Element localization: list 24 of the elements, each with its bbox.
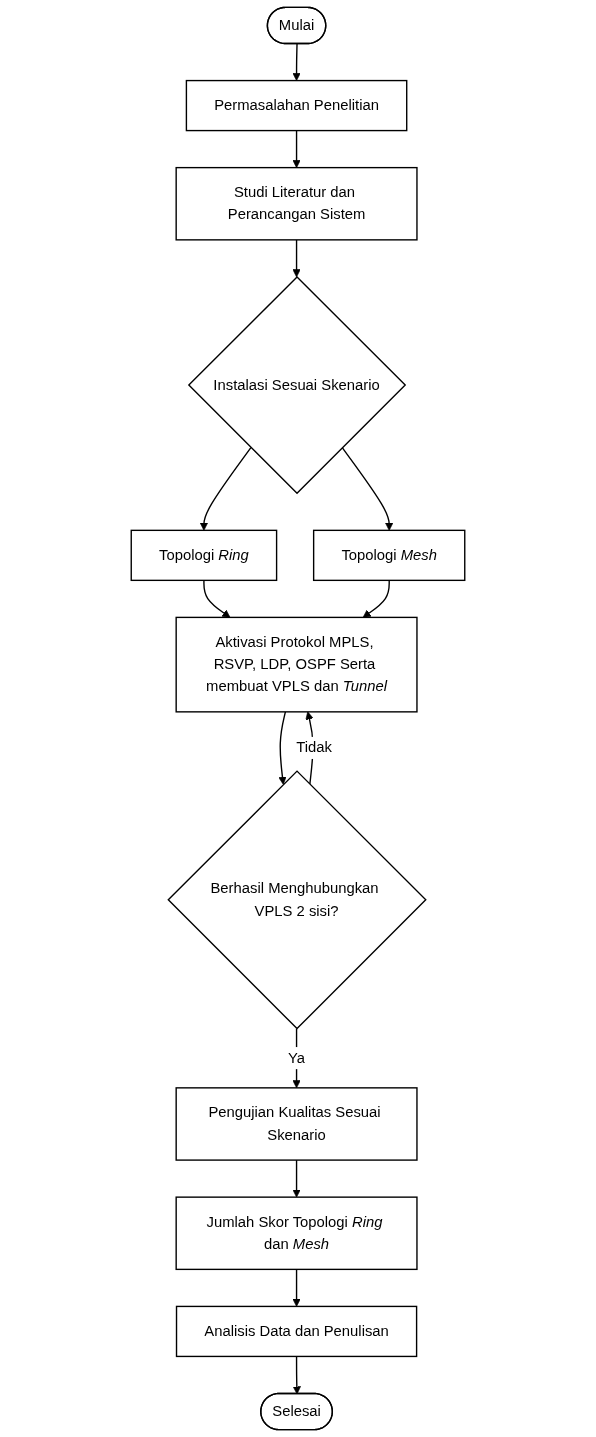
arrow [341,446,394,531]
node-box: Studi Literatur dan Perancangan Sistem [175,166,418,241]
node-box: Topologi Ring [130,529,278,582]
node-box: Permasalahan Penelitian [185,79,408,132]
arrow [292,1355,301,1395]
arrow [292,43,301,81]
edge-label: Ya [288,1049,306,1066]
edge-label: Tidak [296,739,332,756]
node-box: Analisis Data dan Penulisan [175,1305,418,1358]
arrow [292,1159,301,1198]
node-diamond: Berhasil Menghubungkan VPLS 2 sisi? [167,770,427,1030]
node-box: Jumlah Skor Topologi Ring dan Mesh [175,1196,418,1271]
arrow [292,1268,301,1307]
arrow [203,579,231,618]
node-box: Topologi Mesh [312,529,466,582]
arrow [362,579,390,618]
arrow [278,711,287,785]
arrow [292,1027,301,1089]
node-box: Aktivasi Protokol MPLS, RSVP, LDP, OSPF Serta membuat VPLS dan Tunnel [175,616,418,713]
arrow [292,239,301,278]
node-diamond: Instalasi Sesuai Skenario [187,275,407,495]
node-box: Pengujian Kualitas Sesuai Skenario [175,1087,418,1161]
arrow [199,446,252,531]
arrow [292,129,301,168]
